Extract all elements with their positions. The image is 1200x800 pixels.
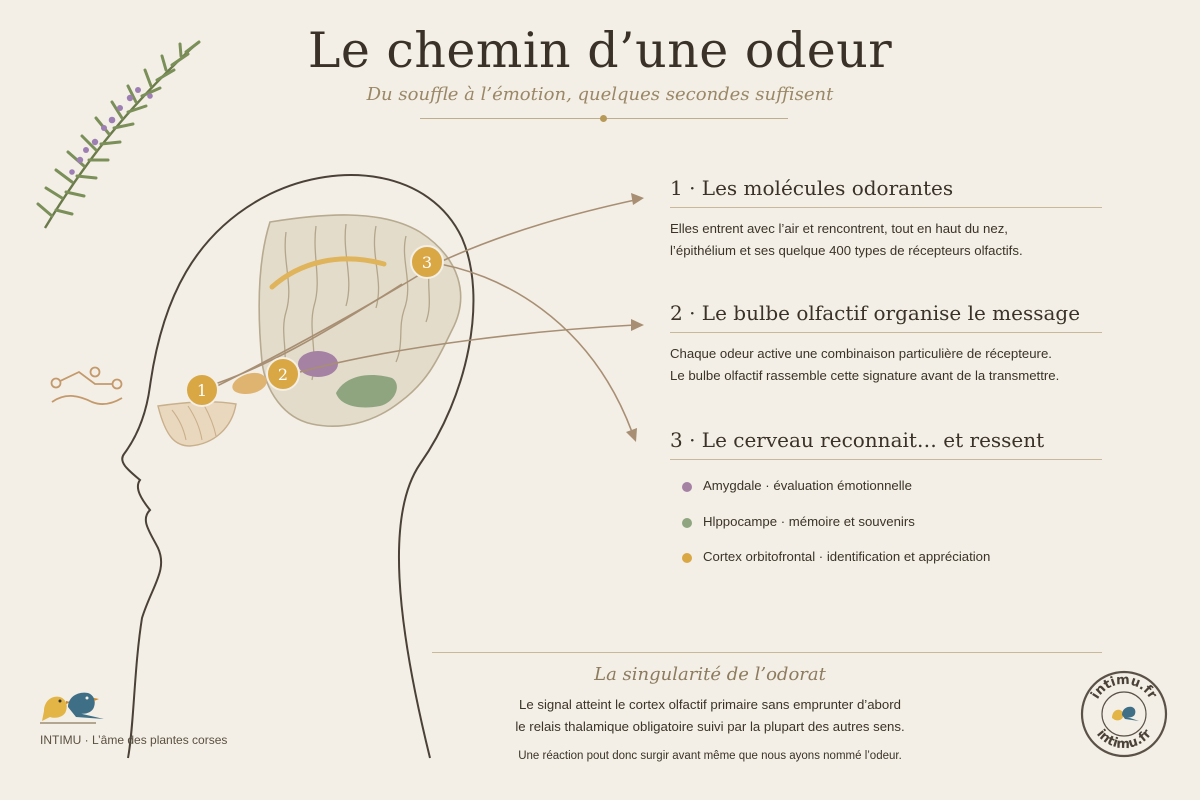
bottom-divider [432, 652, 1102, 653]
marker-2: 2 [266, 357, 300, 391]
orbitofrontal-arc [269, 256, 387, 290]
olfactory-bulb-shape [232, 372, 267, 394]
intimu-stamp-icon: intimu.fr intimu.fr [1080, 670, 1168, 758]
step-2-line-1: Chaque odeur active une combinaison part… [670, 346, 1052, 361]
arrowheads [626, 193, 644, 442]
orbitofrontal-dot-icon [682, 553, 692, 563]
step-1-body: Elles entrent avec l’air et rencontrent,… [670, 218, 1102, 262]
step-2-heading: 2 · Le bulbe olfactif organise le messag… [670, 301, 1102, 333]
step-1-heading: 1 · Les molécules odorantes [670, 176, 1102, 208]
step-3-heading: 3 · Le cerveau reconnait… et ressent [670, 428, 1102, 460]
marker-2-label: 2 [278, 365, 288, 384]
step-2: 2 · Le bulbe olfactif organise le messag… [670, 301, 1102, 387]
marker-3: 3 [410, 245, 444, 279]
step-1-line-2: l’épithélium et ses quelque 400 types de… [670, 243, 1023, 258]
step-3: 3 · Le cerveau reconnait… et ressent [670, 428, 1102, 460]
marker-3-label: 3 [422, 253, 432, 272]
step-2-body: Chaque odeur active une combinaison part… [670, 343, 1102, 387]
head-outline [121, 174, 475, 759]
step-2-line-2: Le bulbe olfactif rassemble cette signat… [670, 368, 1060, 383]
subtitle-divider-dot [600, 115, 607, 122]
step-1: 1 · Les molécules odorantes Elles entren… [670, 176, 1102, 262]
hippocampus-dot-icon [682, 518, 692, 528]
page-title: Le chemin d’une odeur [307, 22, 893, 79]
rosemary-sprig-icon [36, 40, 201, 229]
legend-label-amygdala: Amygdale · évaluation émotionnelle [703, 478, 912, 493]
footer-brand: INTIMU · L’âme des plantes corses [40, 733, 228, 747]
singularity-body: Le signal atteint le cortex olfactif pri… [430, 694, 990, 738]
step-1-line-1: Elles entrent avec l’air et rencontrent,… [670, 221, 1008, 236]
singularity-title: La singularité de l’odorat [594, 664, 826, 685]
singularity-note: Une réaction pout donc surgir avant même… [518, 750, 902, 762]
hippocampus-shape [336, 374, 397, 408]
amygdala-dot-icon [682, 482, 692, 492]
page-subtitle: Du souffle à l’émotion, quelques seconde… [366, 84, 834, 105]
legend-label-hippocampus: Hlppocampe · mémoire et souvenirs [703, 514, 915, 529]
marker-1: 1 [185, 373, 219, 407]
molecule-icon [50, 366, 123, 405]
birds-logo-icon [40, 692, 104, 724]
marker-1-label: 1 [197, 381, 207, 400]
legend-label-orbitofrontal: Cortex orbitofrontal · identification et… [703, 549, 991, 564]
singularity-line-2: le relais thalamique obligatoire suivi p… [515, 719, 905, 734]
singularity-line-1: Le signal atteint le cortex olfactif pri… [519, 697, 901, 712]
